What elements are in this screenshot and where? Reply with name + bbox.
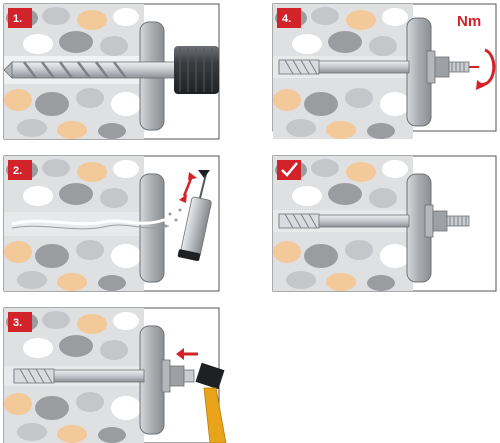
step-badge: 4. xyxy=(277,8,301,28)
anchor-bolt xyxy=(13,359,195,393)
anchor-bolt xyxy=(278,204,470,238)
panel-step-2: 2. xyxy=(3,155,220,292)
hammer-icon xyxy=(195,362,227,443)
blow-out-pump-icon xyxy=(177,170,212,261)
torque-label: Nm xyxy=(457,13,481,30)
drill-chuck-icon xyxy=(174,46,219,94)
step-badge: 3. xyxy=(8,312,32,332)
pump-motion-arrow-icon xyxy=(179,172,197,203)
step-badge: 1. xyxy=(8,8,32,28)
step-number: 1. xyxy=(13,13,22,25)
dust-stream xyxy=(11,208,201,230)
step-number: 2. xyxy=(13,165,22,177)
push-arrow-icon xyxy=(176,348,198,360)
step-badge: 2. xyxy=(8,160,32,180)
checkmark-icon xyxy=(281,162,298,177)
step-badge xyxy=(277,160,301,180)
step-number: 3. xyxy=(13,317,22,329)
panel-installed xyxy=(272,155,497,292)
panel-step-4: Nm 4. xyxy=(272,3,497,139)
step-number: 4. xyxy=(282,13,291,25)
panel-step-1: 1. xyxy=(3,3,220,140)
torque-arrow-icon xyxy=(469,48,496,90)
drill-bit xyxy=(3,61,188,79)
panel-step-3: 3. xyxy=(3,307,227,443)
